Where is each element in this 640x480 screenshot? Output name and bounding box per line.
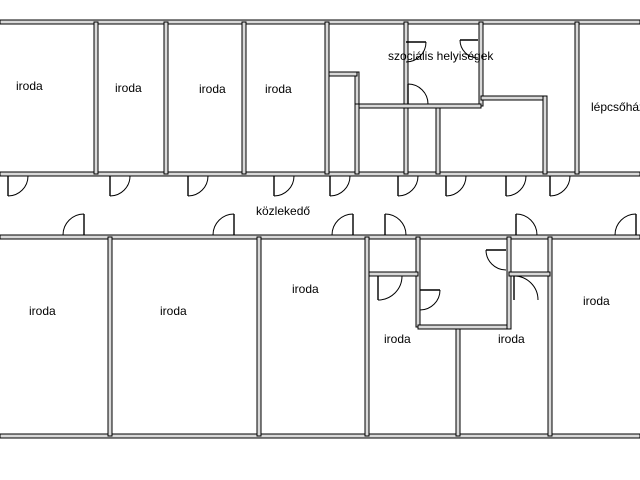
partition: [480, 95, 546, 101]
top-outer-wall: [0, 19, 640, 25]
partition: [506, 236, 512, 330]
room-label-bottom-5: iroda: [498, 332, 525, 346]
room-label-top-1: iroda: [16, 79, 43, 93]
bottom-outer-wall: [0, 433, 640, 439]
room-label-bottom-3: iroda: [292, 282, 319, 296]
door: [7, 175, 29, 197]
door: [485, 249, 507, 271]
room-label-bottom-2: iroda: [160, 304, 187, 318]
room-label-corridor: közlekedő: [256, 204, 310, 218]
partition: [368, 271, 419, 277]
door: [109, 175, 131, 197]
partition: [241, 21, 247, 175]
partition: [354, 103, 360, 175]
room-label-stairs: lépcsőház: [591, 100, 640, 114]
partition: [435, 107, 441, 175]
doors: [7, 39, 637, 311]
door: [331, 213, 354, 236]
partition: [478, 21, 484, 107]
room-label-top-2: iroda: [115, 81, 142, 95]
door: [419, 289, 441, 311]
corridor-bottom-wall: [0, 234, 640, 240]
walls: [0, 19, 640, 439]
door: [549, 175, 571, 197]
door: [273, 175, 295, 197]
partition: [542, 95, 548, 175]
door: [384, 213, 407, 236]
room-label-bottom-4: iroda: [384, 332, 411, 346]
partition: [356, 103, 482, 109]
partition: [415, 236, 421, 328]
door: [62, 213, 85, 236]
partition: [364, 236, 370, 437]
door: [329, 175, 351, 197]
door: [407, 83, 429, 105]
partition: [508, 271, 551, 277]
room-label-bottom-1: iroda: [29, 304, 56, 318]
door: [377, 275, 403, 301]
door: [515, 213, 538, 236]
door: [459, 39, 479, 59]
partition: [547, 236, 553, 437]
partition: [328, 71, 358, 77]
door: [513, 275, 539, 301]
partition: [455, 324, 461, 437]
door: [212, 213, 235, 236]
door: [405, 41, 427, 63]
partition: [93, 21, 99, 175]
partition: [324, 21, 330, 175]
partition: [417, 324, 511, 330]
partition: [574, 21, 580, 175]
door: [445, 175, 467, 197]
room-label-top-3: iroda: [199, 82, 226, 96]
partition: [163, 21, 169, 175]
corridor-top-wall: [0, 171, 640, 177]
partition: [256, 236, 262, 437]
door: [187, 175, 209, 197]
room-label-top-4: iroda: [265, 82, 292, 96]
partition: [354, 71, 360, 109]
door: [397, 175, 419, 197]
room-labels: iroda iroda iroda iroda szociális helyis…: [16, 49, 640, 346]
door: [505, 175, 527, 197]
door: [614, 213, 637, 236]
room-label-bottom-6: iroda: [583, 294, 610, 308]
room-label-social: szociális helyiségek: [388, 49, 494, 63]
partition: [107, 236, 113, 437]
